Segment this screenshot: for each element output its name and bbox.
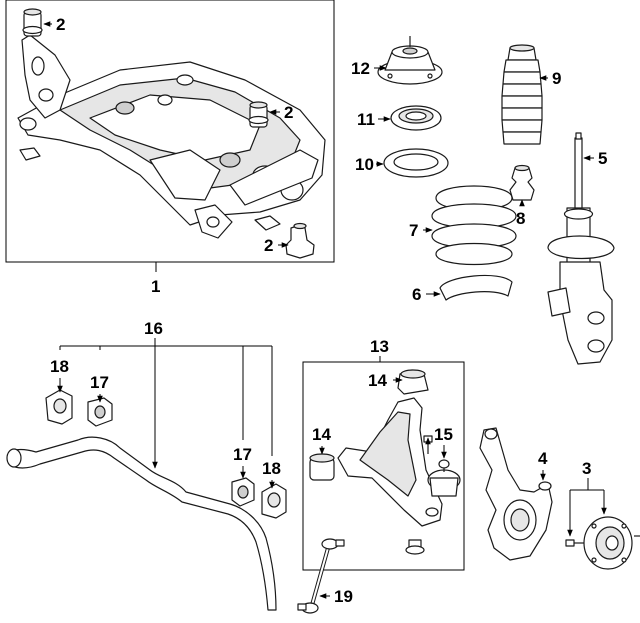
callout-18-right: 18	[262, 459, 281, 478]
callout-15: 15	[434, 425, 453, 444]
callout-9: 9	[552, 69, 561, 88]
ball-joint	[427, 459, 461, 497]
callout-11: 11	[357, 110, 375, 129]
lower-arm-rear-bushing	[397, 369, 429, 395]
callout-17-left: 17	[90, 373, 109, 392]
callout-4: 4	[538, 449, 548, 468]
callout-8: 8	[516, 209, 525, 228]
callout-3: 3	[582, 459, 591, 478]
lower-arm-front-bushing	[309, 453, 335, 481]
callout-numbers: 2 2 2 1 12 11 10 7 6 9 8 5 16 18 17 17 1…	[50, 15, 607, 606]
crossmember-bushing-lower	[285, 222, 315, 259]
spring-insulator-lower	[439, 274, 513, 301]
strut-bearing	[390, 105, 442, 131]
coil-spring	[431, 185, 517, 266]
callout-16: 16	[144, 319, 163, 338]
crossmember-subframe	[17, 34, 326, 239]
hub-bolt	[565, 539, 584, 547]
strut-mount	[377, 36, 443, 85]
callout-19: 19	[334, 587, 353, 606]
callout-13: 13	[370, 337, 389, 356]
strut-dust-boot	[501, 44, 543, 145]
stabilizer-bracket-right	[261, 483, 287, 519]
stabilizer-bar	[6, 436, 277, 611]
lower-arm-group-box	[302, 361, 465, 571]
callout-10: 10	[355, 155, 374, 174]
callout-7: 7	[409, 221, 418, 240]
steering-knuckle	[479, 427, 553, 561]
stabilizer-link	[297, 538, 345, 614]
crossmember-group-box	[5, 0, 335, 263]
callout-5: 5	[598, 149, 607, 168]
callout-2-top: 2	[56, 15, 65, 34]
callout-17-right: 17	[233, 445, 252, 464]
callout-14-top: 14	[368, 371, 387, 390]
callout-6: 6	[412, 285, 421, 304]
stabilizer-bushing-left	[87, 397, 113, 427]
callout-12: 12	[351, 59, 370, 78]
callout-1: 1	[151, 277, 160, 296]
stabilizer-bushing-right	[231, 477, 255, 507]
crossmember-bushing-top	[22, 8, 43, 37]
stabilizer-bracket-left	[45, 389, 73, 425]
bump-stop	[509, 164, 535, 201]
callout-2-lower: 2	[264, 236, 273, 255]
strut-assembly	[547, 132, 615, 365]
spring-insulator-upper	[383, 148, 449, 178]
leader-lines	[43, 21, 607, 599]
callout-2-rear: 2	[284, 103, 293, 122]
lower-control-arm	[337, 397, 443, 527]
callout-14-left: 14	[312, 425, 331, 444]
callout-18-left: 18	[50, 357, 69, 376]
wheel-hub-bearing	[583, 516, 640, 570]
crossmember-bushing-rear	[248, 101, 269, 128]
lower-arm-bolt	[405, 539, 425, 555]
